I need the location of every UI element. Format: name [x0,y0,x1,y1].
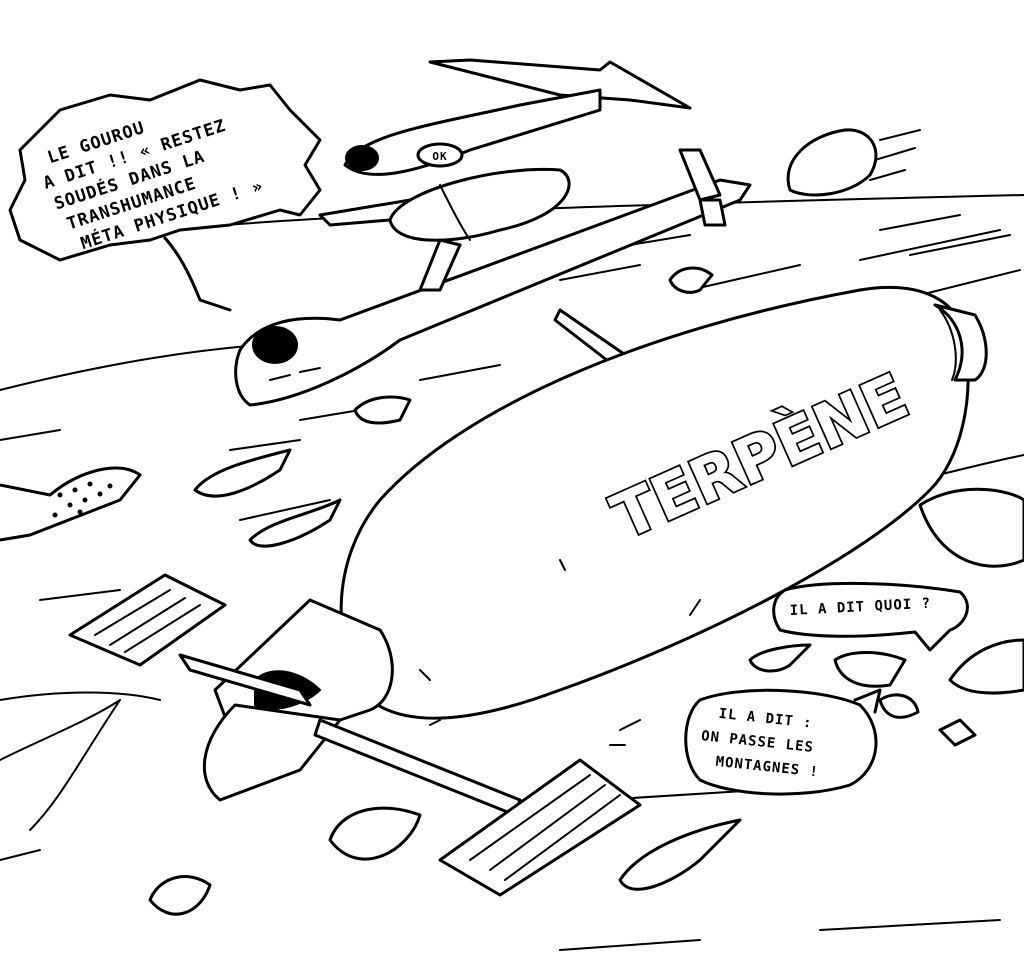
ok-badge [416,142,464,168]
wing-dots [52,481,113,518]
speech-bubble-question: IL A DIT QUOI ? [772,581,969,652]
question-text: IL A DIT QUOI ? [789,596,931,619]
speech-bubble-guru: LE GOUROU A DIT !! « RESTEZ SOUDÉS DANS … [8,78,322,312]
upper-jet: OK [343,58,692,176]
rock-shape [786,128,878,197]
speed-streaks [299,129,1011,421]
debris [0,266,1024,916]
ok-label: OK [432,150,447,163]
speech-bubble-answer: IL A DIT : ON PASSE LES MONTAGNES ! [684,688,882,796]
terpene-capsule: TERPÈNE [68,285,988,897]
mid-airship [234,148,752,407]
landscape-lines [0,194,1024,951]
